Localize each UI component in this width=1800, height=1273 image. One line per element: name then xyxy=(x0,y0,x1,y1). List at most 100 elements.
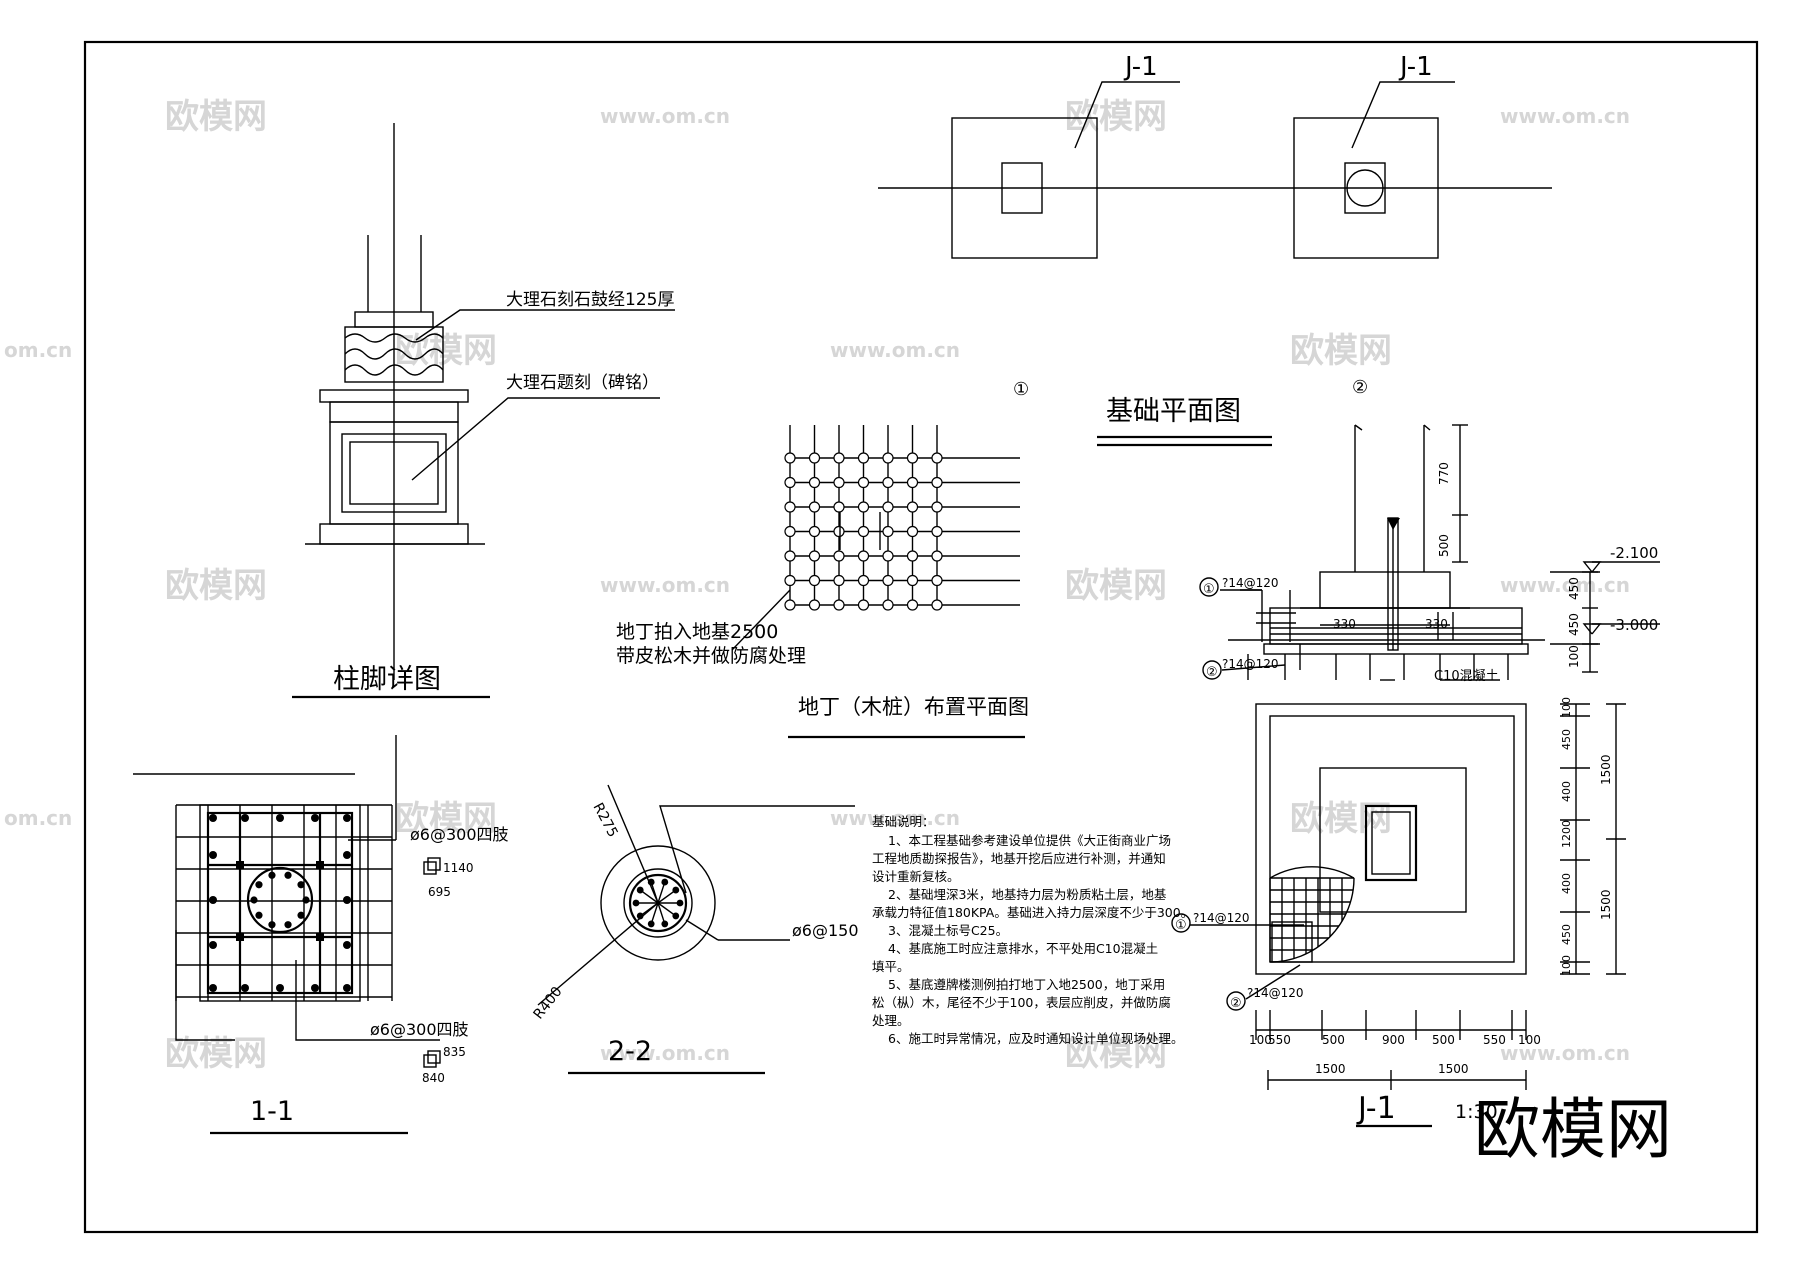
notes-line: 5、基底遵牌楼测例拍打地丁入地2500，地丁采用 xyxy=(888,977,1165,992)
pile-circle xyxy=(857,550,870,562)
rebar-dot xyxy=(241,814,249,822)
notes-line: 4、基底施工时应注意排水，不平处用C10混凝土 xyxy=(888,941,1158,956)
dim-label: 100 xyxy=(1560,697,1573,718)
pile-circle xyxy=(784,525,796,538)
plan-J1-top: J-1 J-1 xyxy=(878,52,1552,259)
pile-circle xyxy=(784,574,796,587)
dim-label: 1200 xyxy=(1560,820,1573,848)
pile-circle xyxy=(857,525,870,538)
plan-J1-label-b: J-1 xyxy=(1398,52,1433,82)
dim-label: 400 xyxy=(1560,781,1573,802)
section11-stirrup2-d1: 835 xyxy=(443,1045,466,1059)
notes-line: 填平。 xyxy=(872,959,910,974)
rebar-dot xyxy=(311,814,319,822)
notes-line: 工程地质勘探报告》，地基开挖后应进行补测，并通知 xyxy=(872,851,1166,866)
pile-circle xyxy=(931,501,943,513)
pile-circle xyxy=(906,501,919,513)
watermark-layer: 欧模网 欧模网 欧模网 欧模网 欧模网 欧模网 欧模网 欧模网 欧模网 欧模网 xyxy=(165,97,1392,1074)
mesh-arc xyxy=(1269,877,1355,963)
section-2-2: R275 R400 ø6@150 2-2 xyxy=(531,784,859,1075)
section-J1-elev-bottom: -3.000 xyxy=(1610,616,1658,634)
section-J1-rebar2-mark: ② xyxy=(1206,665,1218,680)
section11-title: 1-1 xyxy=(250,1096,294,1127)
section-J1-elev-top: -2.100 xyxy=(1610,544,1658,562)
rebar-corner xyxy=(236,861,244,869)
dim-total-label: 1500 xyxy=(1599,754,1613,785)
column-foot-label-plinth: 大理石题刻（碑铭） xyxy=(506,373,659,393)
section11-stirrup1-d2: 695 xyxy=(428,885,451,899)
dim-label: 100 xyxy=(1249,1033,1272,1047)
rebar-dot xyxy=(302,896,310,904)
column-foot-detail: 大理石刻石鼓经125厚 大理石题刻（碑铭） 柱脚详图 xyxy=(292,123,675,699)
watermark-brand: 欧模网 xyxy=(165,566,267,606)
pile-circle xyxy=(784,550,796,562)
pile-plan-note-1: 地丁拍入地基2500 xyxy=(616,621,778,643)
watermark-url: www.om.cn xyxy=(1500,104,1630,128)
plan-J1-detail-rebar1: ?14@120 xyxy=(1193,911,1250,925)
foundation-plan-marker: ② xyxy=(1352,377,1368,398)
plan-J1-label-a: J-1 xyxy=(1123,52,1158,82)
pile-circle xyxy=(906,599,919,611)
dim-label: 100 xyxy=(1560,955,1573,976)
pile-circle xyxy=(882,525,894,538)
pile-circle xyxy=(808,525,821,538)
rebar-dot xyxy=(255,911,263,919)
mesh-pier xyxy=(1271,921,1313,963)
pile-circle xyxy=(931,574,943,587)
watermark-brand: 欧模网 xyxy=(165,97,267,137)
rebar-dot xyxy=(268,921,276,929)
notes-line: 3、混凝土标号C25。 xyxy=(888,923,1008,938)
pile-circle xyxy=(808,599,821,611)
notes-line: 设计重新复核。 xyxy=(872,869,960,884)
foundation-plan-title: 基础平面图 xyxy=(1106,396,1241,427)
dim-label: 550 xyxy=(1483,1033,1506,1047)
dim-label: 450 xyxy=(1560,924,1573,945)
watermark-url: www.om.cn xyxy=(1500,1041,1630,1065)
section-J1-dim-500: 500 xyxy=(1437,534,1451,557)
watermark-url: www.om.cn xyxy=(1500,573,1630,597)
rebar-tie xyxy=(657,902,677,917)
watermark-brand: 欧模网 xyxy=(1290,331,1392,371)
section11-stirrup1-d1: 1140 xyxy=(443,861,474,875)
plan-J1-detail-rebar1-mark: ① xyxy=(1175,918,1187,933)
pile-circle xyxy=(882,599,894,611)
watermark-brand: 欧模网 xyxy=(395,331,497,371)
pile-circle xyxy=(931,599,943,611)
section-J1-elevation: 330 330 770 500 450 450 100 -2.100 -3.00… xyxy=(1199,424,1660,684)
notes-line: 1、本工程基础参考建设单位提供《大正街商业广场 xyxy=(888,833,1171,848)
rebar-dot xyxy=(343,984,351,992)
section11-stirrup2: ø6@300四肢 xyxy=(370,1020,469,1039)
rebar-tie xyxy=(657,889,677,904)
rebar-dot xyxy=(276,814,284,822)
pile-circle xyxy=(882,476,894,489)
watermark-url-layer: www.om.cn www.om.cn www.om.cn www.om.cn … xyxy=(4,104,1630,1065)
rebar-dot xyxy=(209,896,217,904)
pile-circle xyxy=(833,452,845,464)
section-J1-dim-330b: 330 xyxy=(1425,617,1448,631)
pile-circle xyxy=(833,501,845,513)
section11-stirrup2-d2: 840 xyxy=(422,1071,445,1085)
rebar-dot xyxy=(209,941,217,949)
drawing-frame xyxy=(83,40,1759,1234)
notes-line: 松（枞）木，尾径不少于100，表层应削皮，并做防腐 xyxy=(872,995,1171,1010)
rebar-dot xyxy=(276,984,284,992)
pile-circle xyxy=(833,550,845,562)
dim-label: 500 xyxy=(1322,1033,1345,1047)
pile-circle xyxy=(882,452,894,464)
pile-circle xyxy=(784,501,796,513)
pile-circle xyxy=(906,574,919,587)
rebar-tie xyxy=(657,881,666,904)
rebar-dot xyxy=(250,896,258,904)
pile-circle xyxy=(784,476,796,489)
rebar-dot xyxy=(284,871,292,879)
pile-circle xyxy=(808,550,821,562)
dim-total-label: 1500 xyxy=(1599,889,1613,920)
pile-circle xyxy=(931,476,943,489)
notes-line: 承载力特征值180KPA。基础进入持力层深度不少于300。 xyxy=(872,905,1193,920)
rebar-dot xyxy=(297,881,305,889)
watermark-url: www.om.cn xyxy=(600,573,730,597)
rebar-dot xyxy=(343,941,351,949)
dim-label: 550 xyxy=(1268,1033,1291,1047)
pile-circle xyxy=(784,599,796,611)
watermark-brand: 欧模网 xyxy=(1065,566,1167,606)
